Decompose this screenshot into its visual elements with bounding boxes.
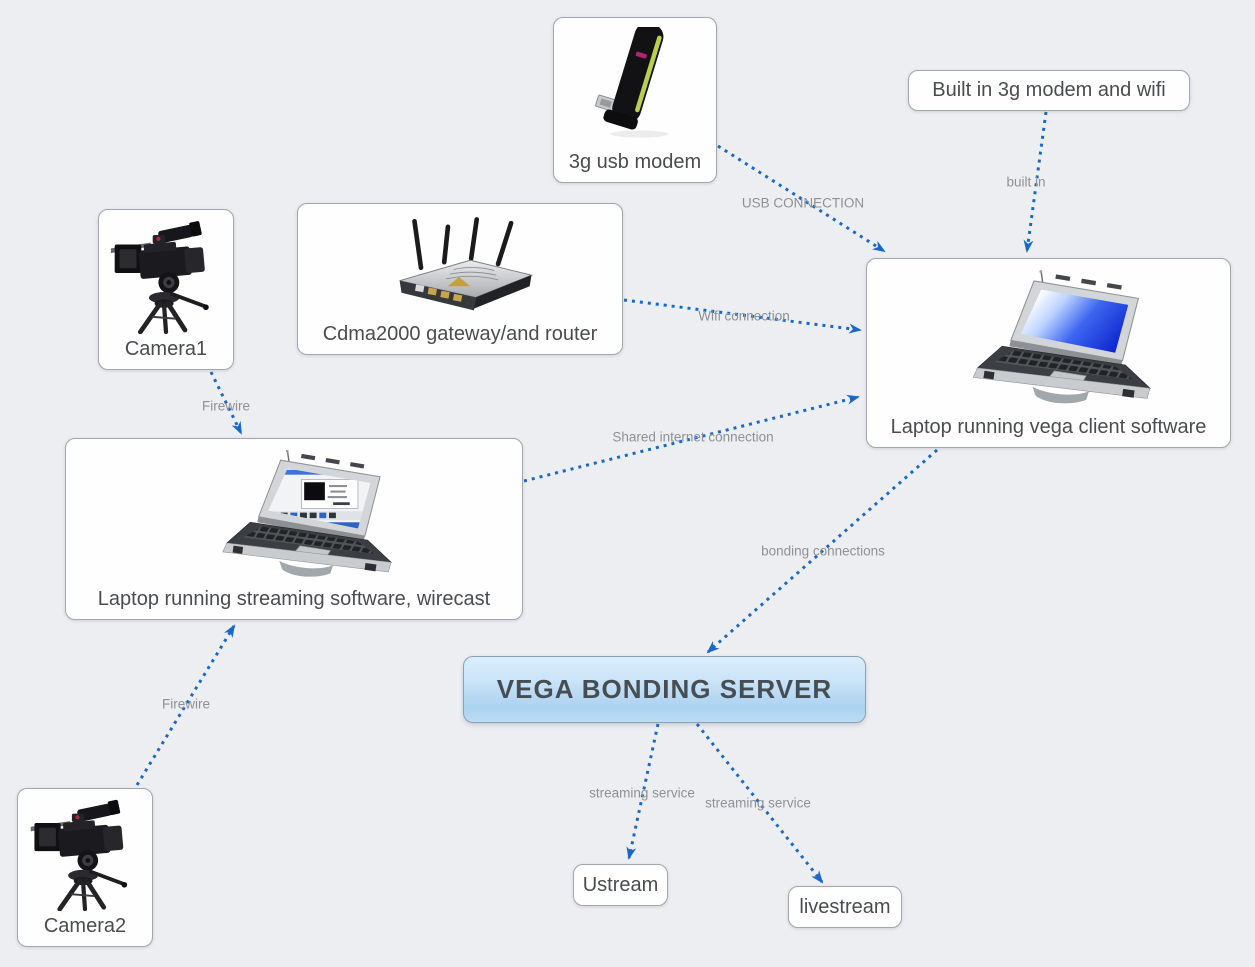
edge-streaming-livestream [695,723,824,884]
node-label-server: VEGA BONDING SERVER [496,673,833,704]
node-3g-usb-modem[interactable]: 3g usb modem [553,17,717,183]
node-label-builtin-modem: Built in 3g modem and wifi [932,79,1166,101]
node-label-camera2: Camera2 [43,915,127,937]
edge-label-shared-internet: Shared internet connection [612,429,774,445]
node-camera2[interactable]: Camera2 [17,788,153,947]
edge-label-built-in: built in [1006,174,1046,190]
node-ustream[interactable]: Ustream [573,864,668,906]
node-label-livestream: livestream [799,895,891,918]
node-cdma2000-router[interactable]: Cdma2000 gateway/and router [297,203,623,355]
edge-usb-connection [717,144,886,253]
edge-label-wifi-connection: Wifi connection [698,308,790,324]
edge-firewire-camera1 [209,371,243,435]
rugged-laptop-icon [867,259,1230,416]
node-label-camera1: Camera1 [124,338,208,360]
edge-label-usb-connection: USB CONNECTION [741,195,865,211]
node-label-usb-modem: 3g usb modem [568,151,702,173]
node-camera1[interactable]: Camera1 [98,209,234,370]
node-label-ustream: Ustream [582,873,659,896]
node-label-router: Cdma2000 gateway/and router [322,323,598,345]
usb-modem-icon [554,18,716,151]
node-livestream[interactable]: livestream [788,886,902,928]
node-streaming-laptop[interactable]: Laptop running streaming software, wirec… [65,438,523,620]
camera-icon [18,789,152,915]
camera-icon [99,210,233,338]
node-vega-bonding-server[interactable]: VEGA BONDING SERVER [463,656,866,723]
edge-streaming-ustream [626,723,660,860]
edge-label-firewire-2: Firewire [161,696,211,712]
router-icon [298,204,622,323]
edge-label-streaming-2: streaming service [705,795,811,811]
edge-shared-internet [523,394,860,483]
edge-label-streaming-1: streaming service [589,785,695,801]
node-label-vega-laptop: Laptop running vega client software [890,416,1207,438]
node-vega-client-laptop[interactable]: Laptop running vega client software [866,258,1231,448]
node-label-streaming-laptop: Laptop running streaming software, wirec… [97,588,491,610]
node-builtin-3g-modem[interactable]: Built in 3g modem and wifi [908,70,1190,111]
edge-bonding-connections [706,448,938,654]
edge-label-firewire-1: Firewire [201,398,251,414]
edge-label-bonding-connections: bonding connections [761,543,885,559]
laptop-wirecast-icon [66,439,522,588]
